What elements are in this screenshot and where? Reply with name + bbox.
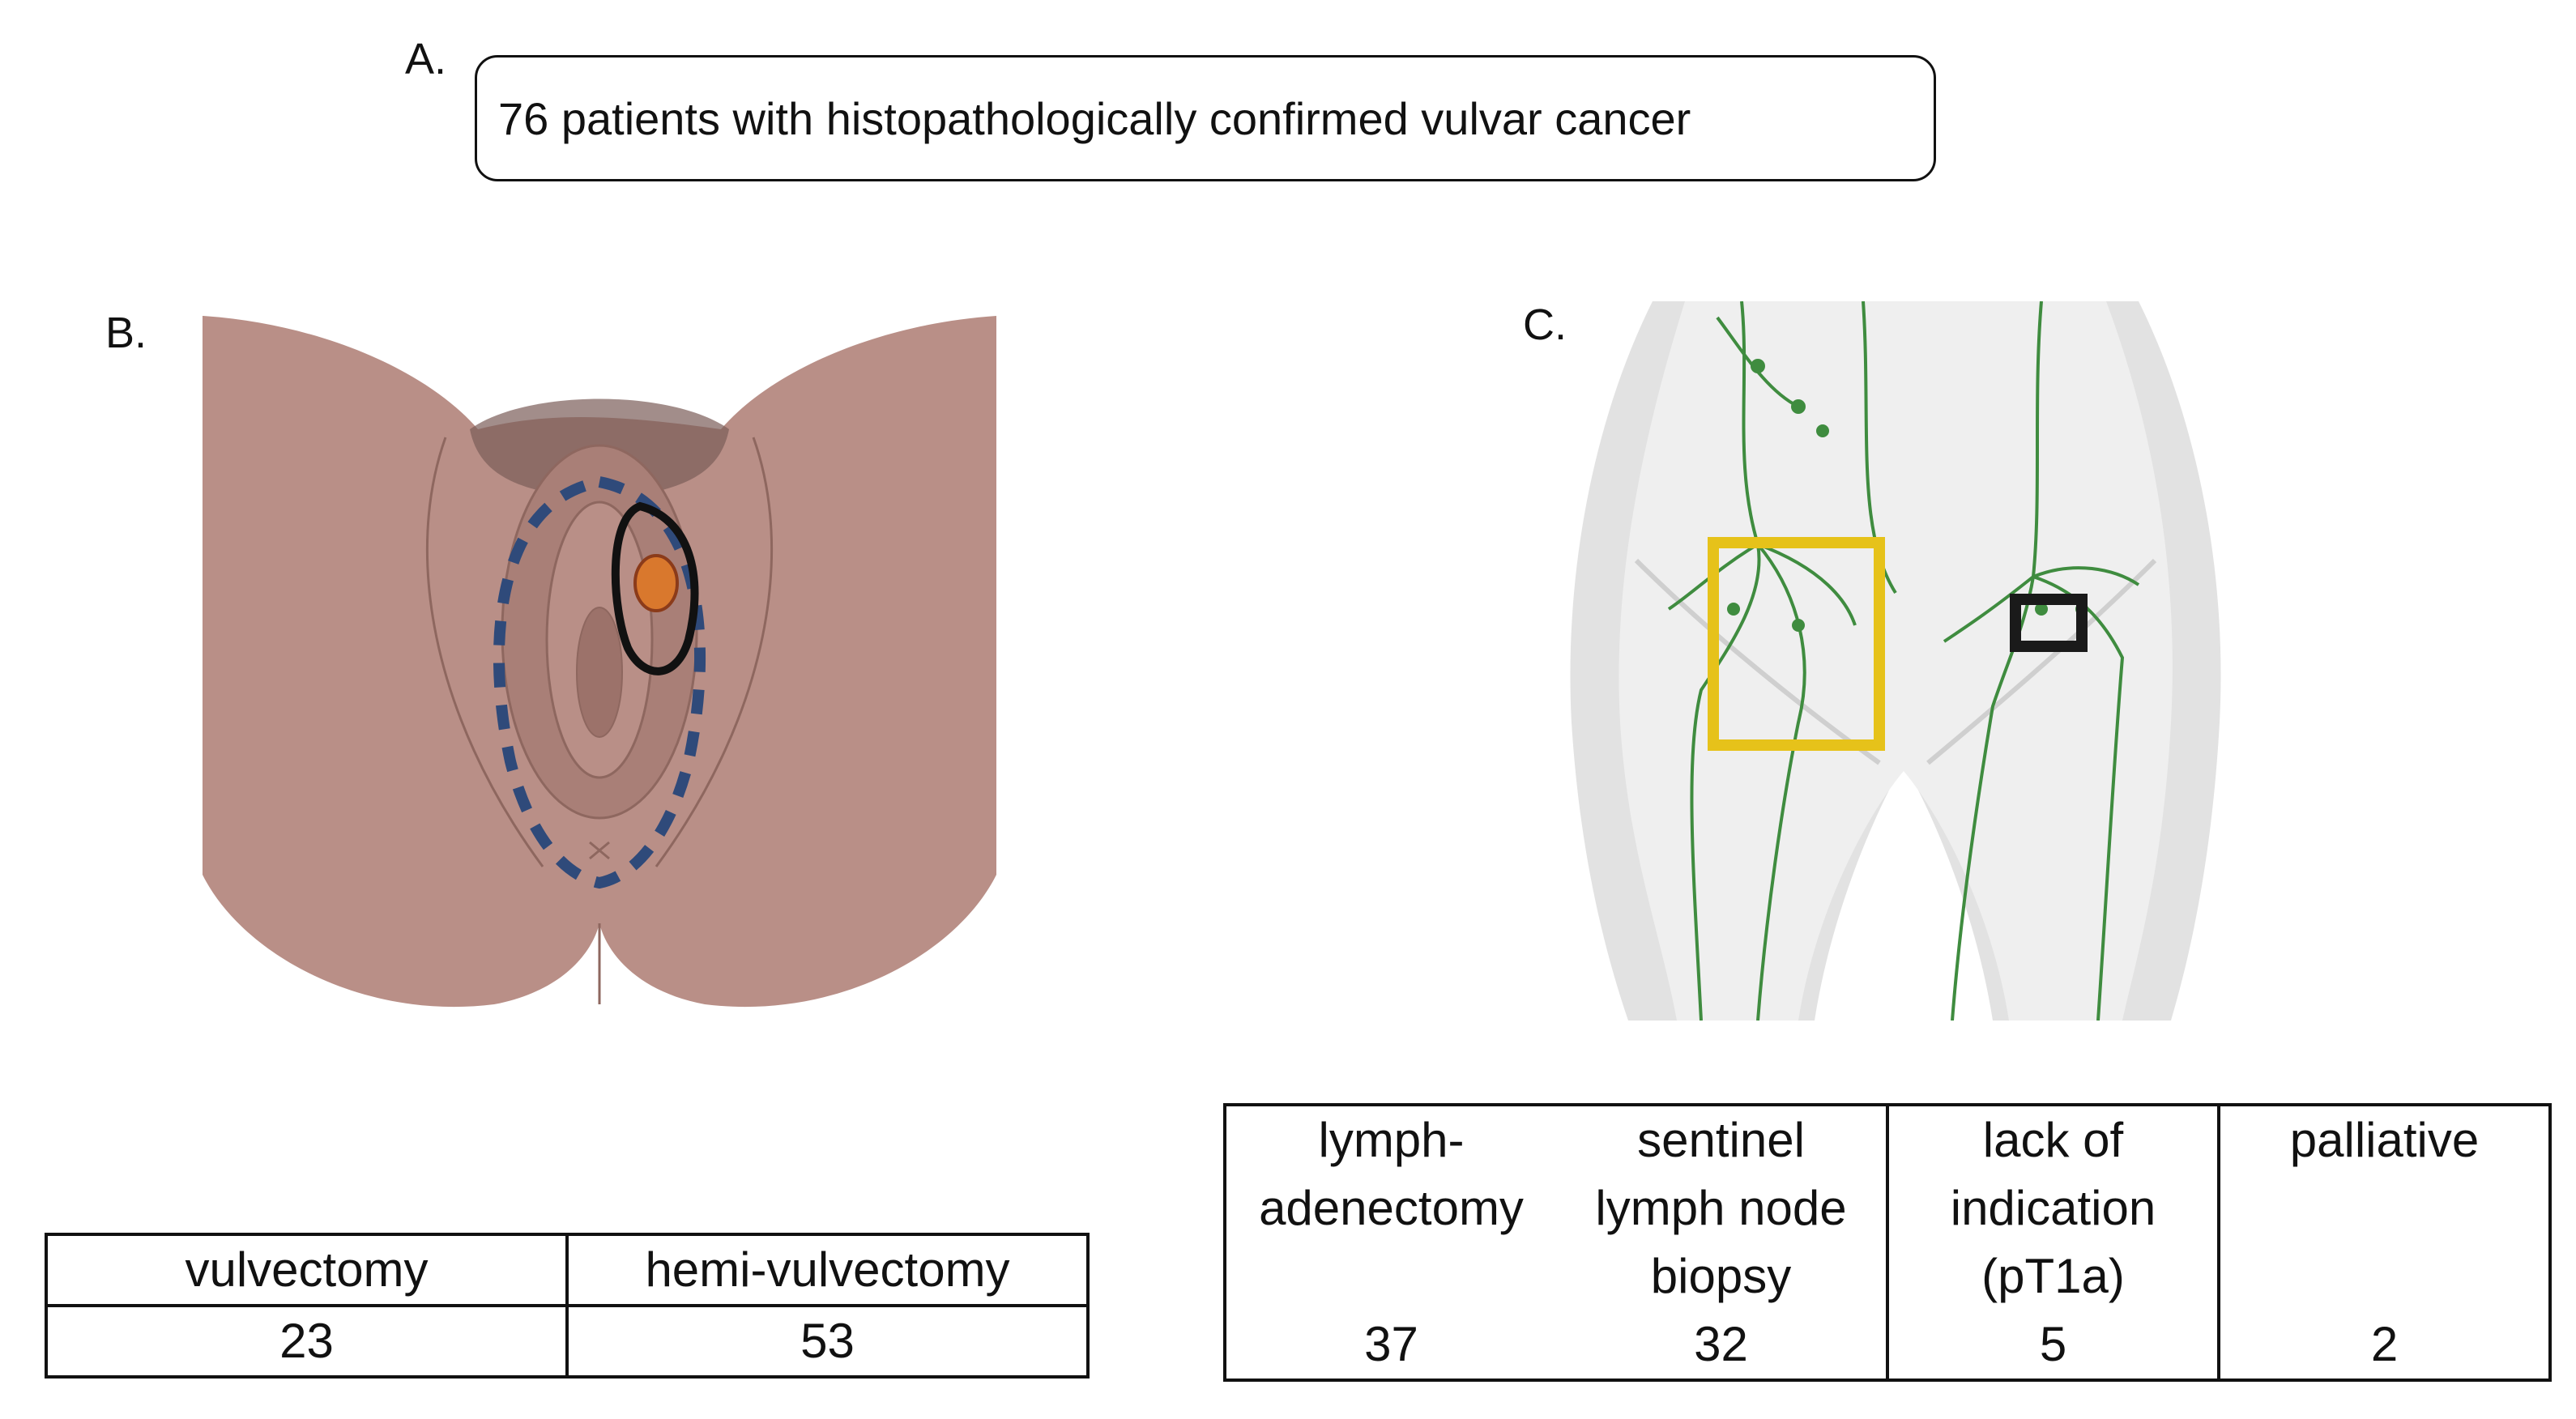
table-row: lymph- sentinel lack of palliative <box>1225 1105 2550 1174</box>
surgery-value-vulvectomy: 23 <box>45 1304 569 1379</box>
body-inner <box>1619 301 2173 1021</box>
nodal-treatment-table: lymph- sentinel lack of palliative adene… <box>1223 1103 2552 1382</box>
nodal-header-sentinel-biopsy-line3: biopsy <box>1650 1249 1792 1303</box>
nodal-header-palliative: palliative <box>2217 1105 2550 1174</box>
vulva-illustration <box>203 316 996 1008</box>
lymph-nodes <box>1727 359 2088 632</box>
lymphadenectomy-highlight-box <box>1708 537 1885 751</box>
panel-c-label: C. <box>1523 300 1567 349</box>
nodal-header-sentinel-biopsy: sentinel <box>1637 1113 1805 1167</box>
table-row: vulvectomy hemi-vulvectomy <box>45 1233 1090 1307</box>
surgery-table: vulvectomy hemi-vulvectomy 23 53 <box>45 1233 1090 1379</box>
vulvectomy-solid-outline <box>611 501 699 675</box>
table-row: 23 53 <box>45 1304 1090 1379</box>
nodal-header-lack-of-indication-line2: indication <box>1886 1174 2219 1242</box>
right-fold <box>655 437 774 867</box>
nodal-header-lymphadenectomy-line3 <box>1225 1242 1556 1310</box>
nodal-value-palliative: 2 <box>2217 1310 2550 1380</box>
table-row: 37 32 5 2 <box>1225 1310 2550 1380</box>
nodal-header-lymphadenectomy: lymph- <box>1318 1113 1465 1167</box>
nodal-value-lymphadenectomy: 37 <box>1364 1317 1418 1371</box>
cohort-box: 76 patients with histopathologically con… <box>475 55 1936 181</box>
anus <box>589 841 610 860</box>
table-row: adenectomy lymph node indication <box>1225 1174 2550 1242</box>
nodal-value-lack-of-indication: 5 <box>1886 1310 2219 1380</box>
lymphatic-illustration <box>1570 301 2221 1021</box>
nodal-header-palliative-line2 <box>2217 1174 2550 1242</box>
nodal-header-sentinel-biopsy-line2: lymph node <box>1595 1181 1847 1235</box>
nodal-header-lack-of-indication: lack of <box>1886 1105 2219 1174</box>
surgery-header-hemi-vulvectomy: hemi-vulvectomy <box>565 1233 1090 1307</box>
nodal-header-lack-of-indication-line3: (pT1a) <box>1886 1242 2219 1310</box>
tumor-lesion <box>633 554 679 612</box>
nodal-header-lymphadenectomy-line2: adenectomy <box>1259 1181 1524 1235</box>
sentinel-node-box <box>2010 594 2088 652</box>
nodal-value-sentinel-biopsy: 32 <box>1694 1317 1748 1371</box>
table-row: biopsy (pT1a) <box>1225 1242 2550 1310</box>
left-fold <box>425 437 544 867</box>
cohort-text: 76 patients with histopathologically con… <box>498 92 1691 144</box>
groin-crease-right <box>1926 558 2157 765</box>
nodal-header-palliative-line3 <box>2217 1242 2550 1310</box>
panel-a-label: A. <box>405 35 447 83</box>
panel-b-label: B. <box>105 309 147 357</box>
lymph-vessels <box>1667 301 2140 1021</box>
surgery-value-hemi-vulvectomy: 53 <box>565 1304 1090 1379</box>
surgery-header-vulvectomy: vulvectomy <box>45 1233 569 1307</box>
vaginal-opening <box>576 607 623 738</box>
